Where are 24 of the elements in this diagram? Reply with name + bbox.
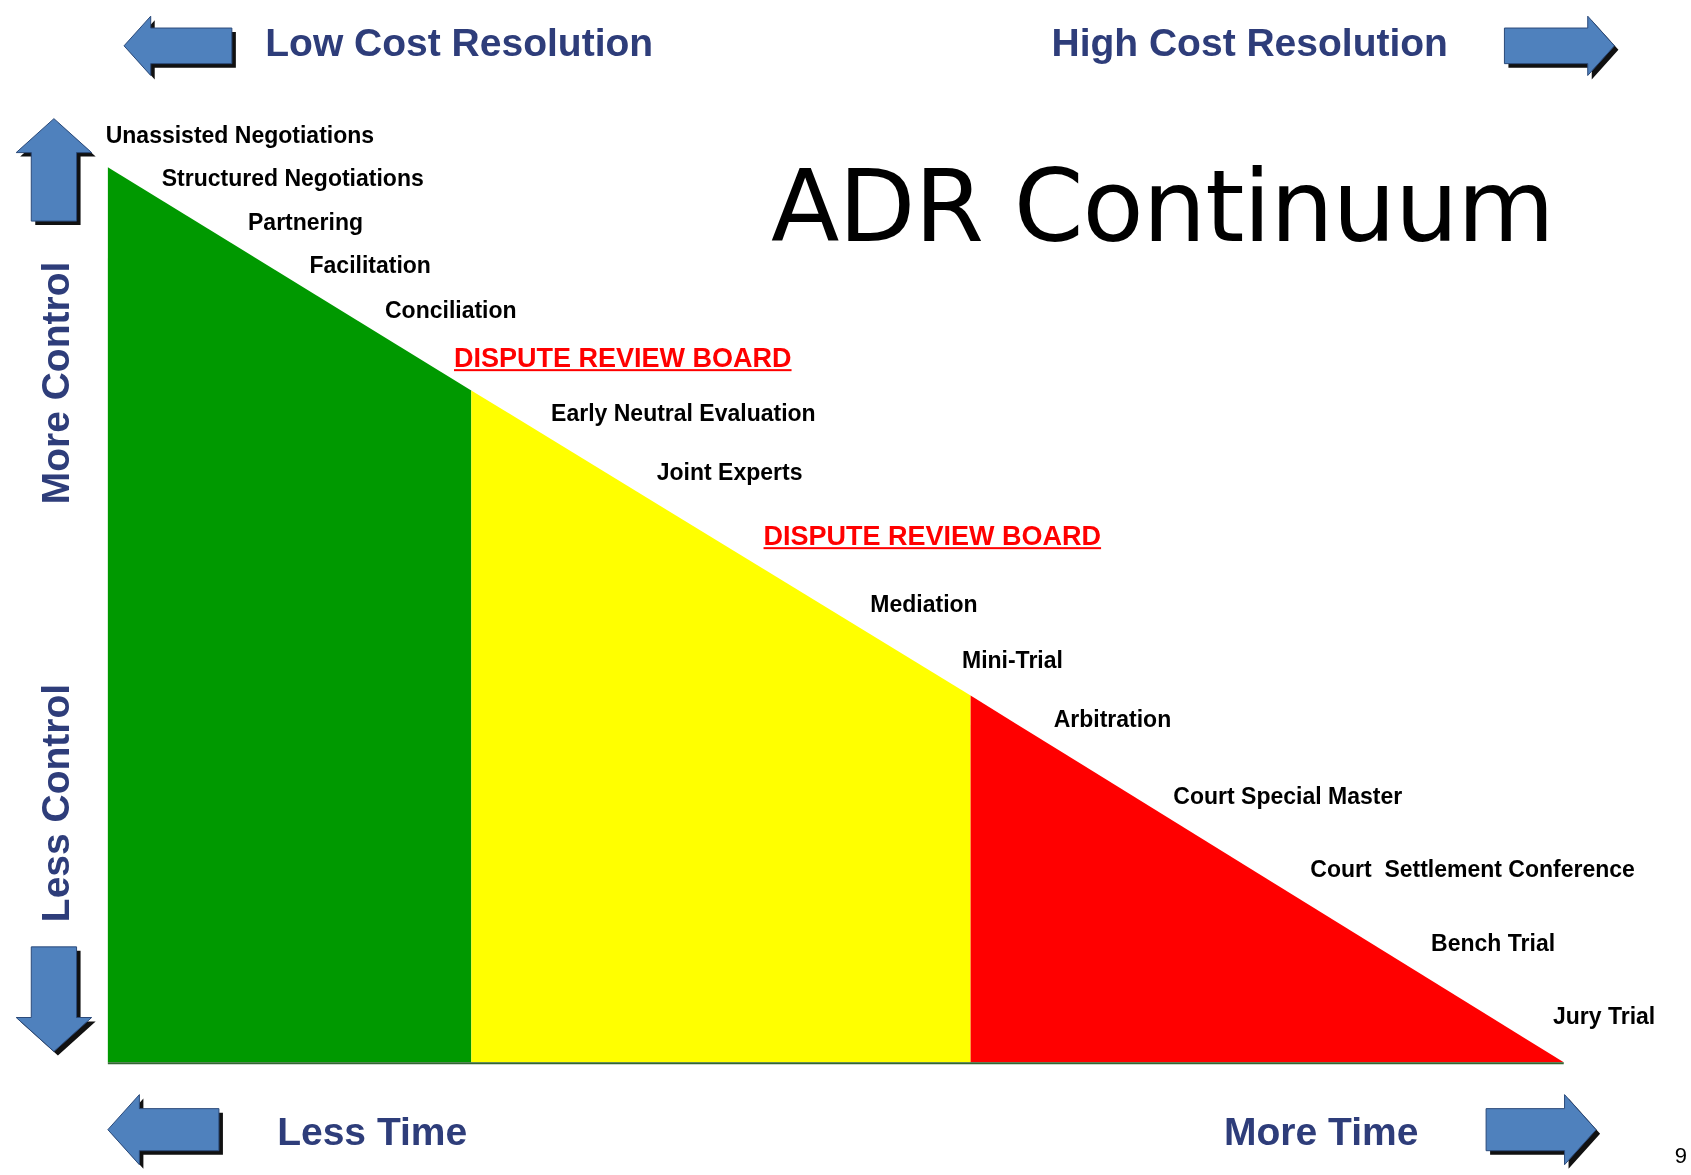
method-label: Structured Negotiations bbox=[161, 166, 424, 192]
method-label: Unassisted Negotiations bbox=[105, 123, 375, 149]
method-label: Mediation bbox=[870, 592, 978, 618]
highlight-label: DISPUTE REVIEW BOARD bbox=[763, 522, 1102, 552]
method-label: Jury Trial bbox=[1552, 1004, 1656, 1030]
axis-label: More Control bbox=[34, 261, 78, 505]
method-label: Arbitration bbox=[1053, 707, 1172, 734]
method-label: Court Special Master bbox=[1173, 784, 1403, 810]
method-label: Conciliation bbox=[385, 297, 517, 324]
page-number: 9 bbox=[1674, 1144, 1688, 1169]
method-label: Bench Trial bbox=[1431, 931, 1556, 957]
method-label: Facilitation bbox=[309, 253, 431, 279]
highlight-label: DISPUTE REVIEW BOARD bbox=[454, 344, 792, 374]
method-label: Partnering bbox=[248, 210, 364, 236]
axis-label: High Cost Resolution bbox=[1051, 21, 1448, 65]
method-label: Mini-Trial bbox=[961, 648, 1063, 674]
title: ADR Continuum bbox=[771, 152, 1554, 263]
axis-label: Low Cost Resolution bbox=[265, 21, 654, 65]
method-label: Court Settlement Conference bbox=[1310, 857, 1635, 883]
axis-label: Less Control bbox=[34, 684, 78, 923]
axis-label: Less Time bbox=[277, 1110, 468, 1154]
method-label: Early Neutral Evaluation bbox=[551, 401, 816, 427]
method-label: Joint Experts bbox=[656, 460, 803, 487]
axis-label: More Time bbox=[1224, 1110, 1419, 1154]
